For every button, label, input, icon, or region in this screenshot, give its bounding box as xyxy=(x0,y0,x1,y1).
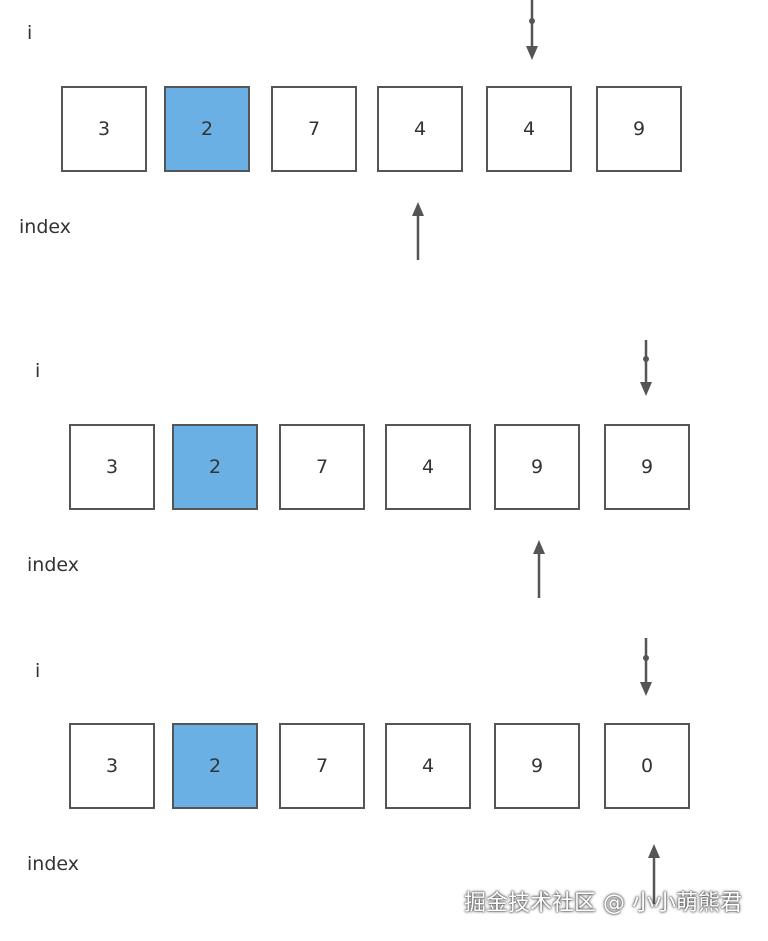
i-label: i xyxy=(35,660,41,682)
array-cell: 9 xyxy=(494,723,580,809)
i-label: i xyxy=(35,360,41,382)
i-pointer-arrow-icon xyxy=(640,340,652,396)
array-cell: 4 xyxy=(486,86,572,172)
array-cell: 4 xyxy=(385,723,471,809)
index-label: index xyxy=(27,853,79,875)
array-cell-highlighted: 2 xyxy=(172,424,258,510)
array-cell: 9 xyxy=(494,424,580,510)
index-label: index xyxy=(27,554,79,576)
index-label: index xyxy=(19,216,71,238)
array-cell-highlighted: 2 xyxy=(172,723,258,809)
array-cell: 0 xyxy=(604,723,690,809)
array-cell: 7 xyxy=(279,723,365,809)
array-cell-highlighted: 2 xyxy=(164,86,250,172)
i-pointer-arrow-icon xyxy=(640,638,652,696)
array-cell: 9 xyxy=(604,424,690,510)
array-cell: 3 xyxy=(69,723,155,809)
array-cell: 4 xyxy=(377,86,463,172)
array-cell: 7 xyxy=(271,86,357,172)
array-cell: 3 xyxy=(61,86,147,172)
array-cell: 3 xyxy=(69,424,155,510)
index-pointer-arrow-icon xyxy=(412,202,424,260)
i-pointer-arrow-icon xyxy=(526,0,538,60)
index-pointer-arrow-icon xyxy=(648,844,660,904)
index-pointer-arrow-icon xyxy=(533,540,545,598)
array-cell: 7 xyxy=(279,424,365,510)
i-label: i xyxy=(27,22,33,44)
watermark: 掘金技术社区 @ 小小萌熊君 xyxy=(464,891,742,916)
array-cell: 4 xyxy=(385,424,471,510)
array-cell: 9 xyxy=(596,86,682,172)
